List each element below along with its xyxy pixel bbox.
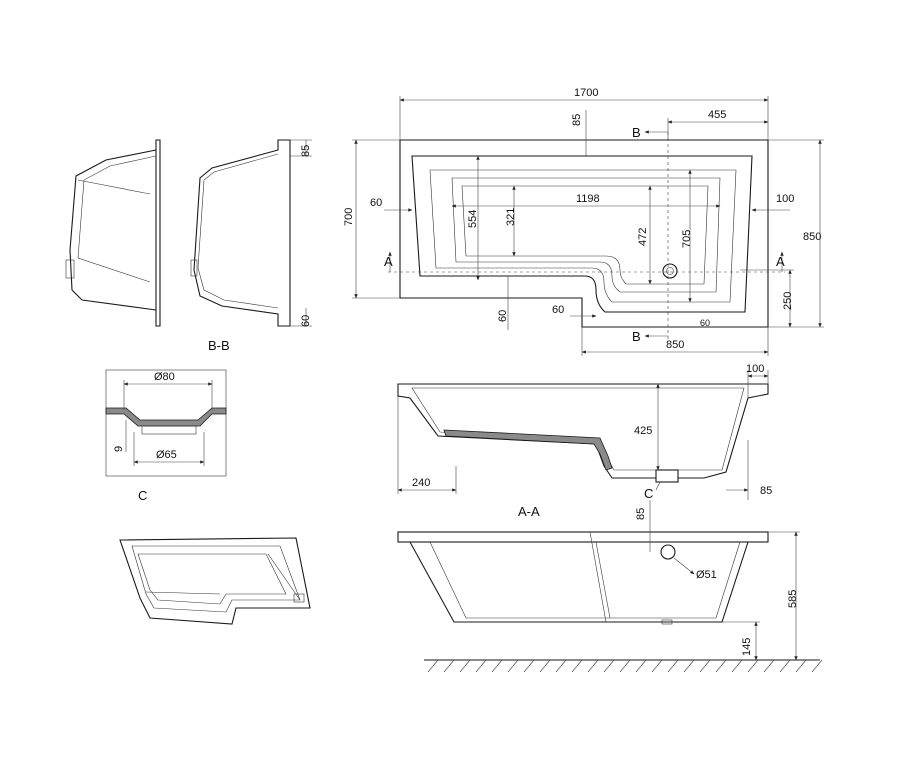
dim-250: 250 (782, 292, 794, 310)
dim-aa-425: 425 (634, 425, 652, 437)
dim-height-585: 585 (787, 590, 799, 608)
dim-60-bottom: 60 (497, 310, 509, 322)
section-bb: 85 60 B-B (65, 139, 312, 353)
section-marker-b-bottom: B (632, 329, 641, 344)
dim-bb-85: 85 (300, 145, 312, 157)
detail-c-waste: Ø80 Ø65 9 C (105, 369, 227, 503)
dim-overflow-51: Ø51 (696, 569, 717, 581)
dim-455: 455 (708, 109, 726, 121)
dim-aa-240: 240 (412, 477, 430, 489)
view-label-c: C (138, 488, 147, 503)
front-elevation: Ø51 85 585 145 (397, 500, 823, 673)
section-marker-a-right: A (776, 254, 785, 269)
floor-hatching (427, 659, 823, 673)
plan-view: 1700 455 85 700 850 250 60 1198 100 554 … (343, 87, 824, 356)
section-aa: 100 425 240 85 C A-A (397, 363, 772, 519)
dim-waste-80: Ø80 (154, 371, 175, 383)
dim-waste-9: 9 (113, 446, 125, 452)
dim-aa-100: 100 (746, 363, 764, 375)
dim-850-bottom: 850 (666, 339, 684, 351)
dim-554: 554 (467, 210, 479, 228)
dim-waste-65: Ø65 (156, 449, 177, 461)
dim-aa-85: 85 (760, 485, 772, 497)
dim-60-left: 60 (370, 197, 382, 209)
section-marker-b-top: B (632, 125, 641, 140)
dim-front-85: 85 (635, 508, 647, 520)
dim-floor-145: 145 (741, 638, 753, 656)
dim-bb-60: 60 (300, 315, 312, 327)
dim-1198: 1198 (576, 193, 600, 205)
view-label-bb: B-B (208, 338, 230, 353)
view-label-aa: A-A (518, 504, 540, 519)
dim-100-plan: 100 (776, 193, 794, 205)
dim-85-top: 85 (571, 114, 583, 126)
dim-700: 700 (343, 208, 355, 226)
dim-472: 472 (637, 228, 649, 246)
dim-60-step: 60 (552, 304, 564, 316)
dim-1700: 1700 (574, 87, 598, 99)
dim-60-small: 60 (700, 318, 710, 328)
dim-321: 321 (505, 208, 517, 226)
section-marker-a-left: A (384, 254, 393, 269)
detail-ref-c: C (644, 486, 653, 501)
dim-705: 705 (681, 230, 693, 248)
dim-850-right: 850 (803, 231, 821, 243)
perspective-view (119, 537, 311, 625)
